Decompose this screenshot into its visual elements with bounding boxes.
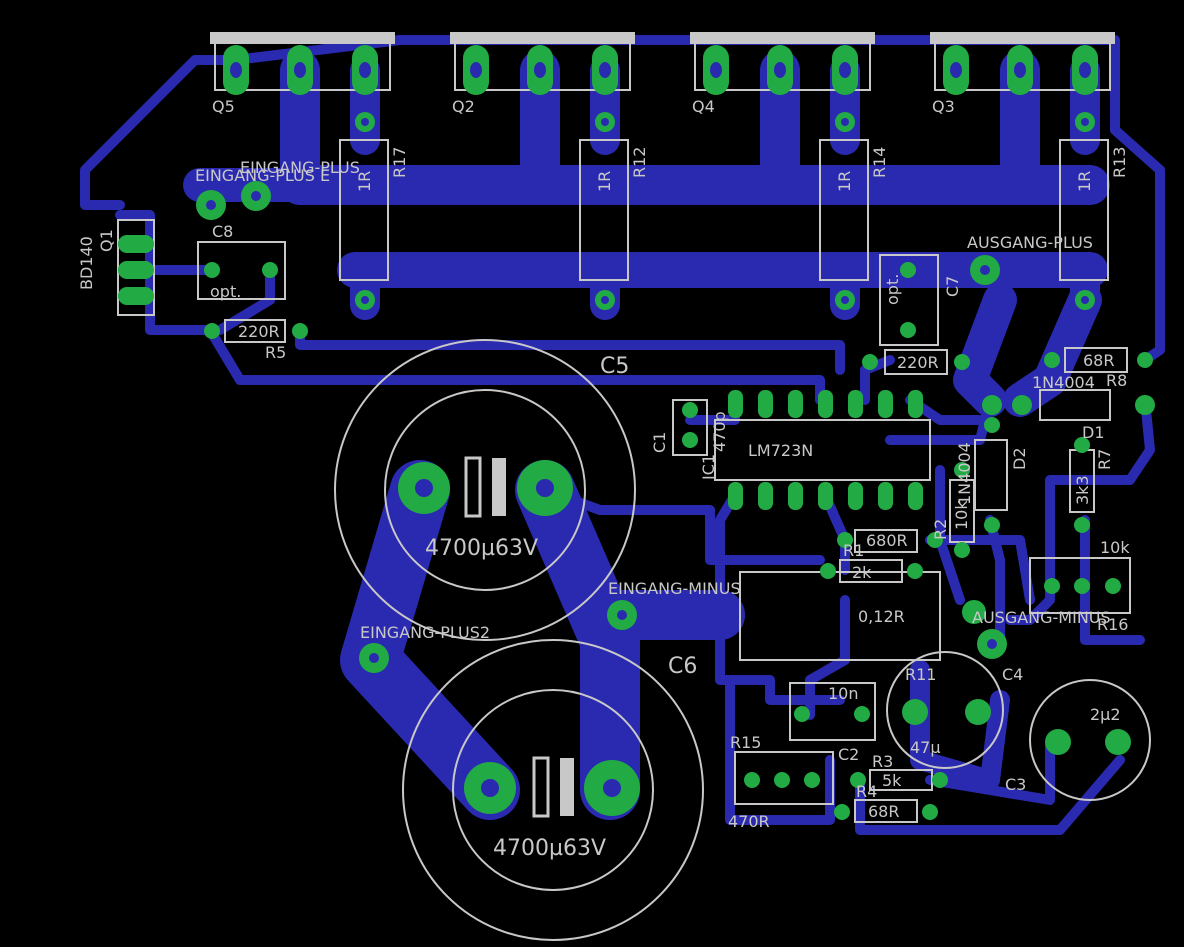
value-r9: 2k xyxy=(852,563,872,582)
label-c7: C7 xyxy=(943,276,962,297)
value-c2: 10n xyxy=(828,684,859,703)
label-r8: R8 xyxy=(1106,371,1127,390)
label-r2: R2 xyxy=(931,519,950,540)
value-r2: 10k xyxy=(952,500,971,530)
value-c1: 470p xyxy=(710,411,729,452)
label-r5: R5 xyxy=(265,343,286,362)
value-r15: 470R xyxy=(728,812,770,831)
component-labels: Q5 Q2 Q4 Q3 R17 1R R12 1R R14 1R R13 1R … xyxy=(77,97,1130,861)
label-c8: C8 xyxy=(212,222,233,241)
type-d1: 1N4004 xyxy=(1032,373,1095,392)
label-q3: Q3 xyxy=(932,97,955,116)
label-r4: R4 xyxy=(856,782,877,801)
value-r12: 1R xyxy=(595,171,614,192)
label-r1: R1 xyxy=(843,541,864,560)
label-r15: R15 xyxy=(730,733,761,752)
label-ic1: IC1 xyxy=(699,454,718,480)
label-r12: R12 xyxy=(630,147,649,178)
value-c7: opt. xyxy=(883,274,902,305)
label-bd140: BD140 xyxy=(77,236,96,290)
label-r3: R3 xyxy=(872,752,893,771)
value-r8: 68R xyxy=(1083,351,1114,370)
value-c5: 4700µ63V xyxy=(425,536,538,561)
label-q5: Q5 xyxy=(212,97,235,116)
value-r5: 220R xyxy=(238,322,280,341)
value-r6: 220R xyxy=(897,353,939,372)
value-r7: 3k3 xyxy=(1073,475,1092,505)
value-c6: 4700µ63V xyxy=(493,836,606,861)
type-d2: 1N4004 xyxy=(955,442,974,505)
label-ausgang-minus: AUSGANG-MINUS xyxy=(972,608,1111,627)
label-q1: Q1 xyxy=(97,229,116,252)
value-r16: 10k xyxy=(1100,538,1130,557)
label-d1: D1 xyxy=(1082,423,1105,442)
label-q2: Q2 xyxy=(452,97,475,116)
pads xyxy=(118,45,1155,820)
label-c5: C5 xyxy=(600,354,629,379)
value-ic1: LM723N xyxy=(748,441,813,460)
label-eingang-plus2: EINGANG-PLUS2 xyxy=(360,623,490,642)
label-c2: C2 xyxy=(838,745,859,764)
label-r11: R11 xyxy=(905,665,936,684)
label-r7: R7 xyxy=(1095,449,1114,470)
value-r13: 1R xyxy=(1075,171,1094,192)
label-c3: C3 xyxy=(1005,775,1026,794)
label-eingang-plus: EINGANG-PLUS xyxy=(240,158,360,177)
label-d2: D2 xyxy=(1010,448,1029,471)
value-r4: 68R xyxy=(868,802,899,821)
label-eingang-plus-e: EINGANG-PLUS E xyxy=(195,166,330,185)
label-r13: R13 xyxy=(1110,147,1129,178)
label-c6: C6 xyxy=(668,654,697,679)
label-ausgang-plus: AUSGANG-PLUS xyxy=(967,233,1093,252)
value-r17: 1R xyxy=(355,171,374,192)
label-r14: R14 xyxy=(870,147,889,178)
label-eingang-minus: EINGANG-MINUS xyxy=(608,579,741,598)
value-r14: 1R xyxy=(835,171,854,192)
value-c4: 47µ xyxy=(910,738,941,757)
value-c8: opt. xyxy=(210,282,241,301)
label-c4: C4 xyxy=(1002,665,1023,684)
value-r3: 5k xyxy=(882,771,902,790)
label-r16: R16 xyxy=(1097,615,1128,634)
value-r1: 680R xyxy=(866,531,908,550)
value-shunt: 0,12R xyxy=(858,607,905,626)
value-c3: 2µ2 xyxy=(1090,705,1121,724)
label-q4: Q4 xyxy=(692,97,715,116)
label-r17: R17 xyxy=(390,147,409,178)
label-c1: C1 xyxy=(650,432,669,453)
